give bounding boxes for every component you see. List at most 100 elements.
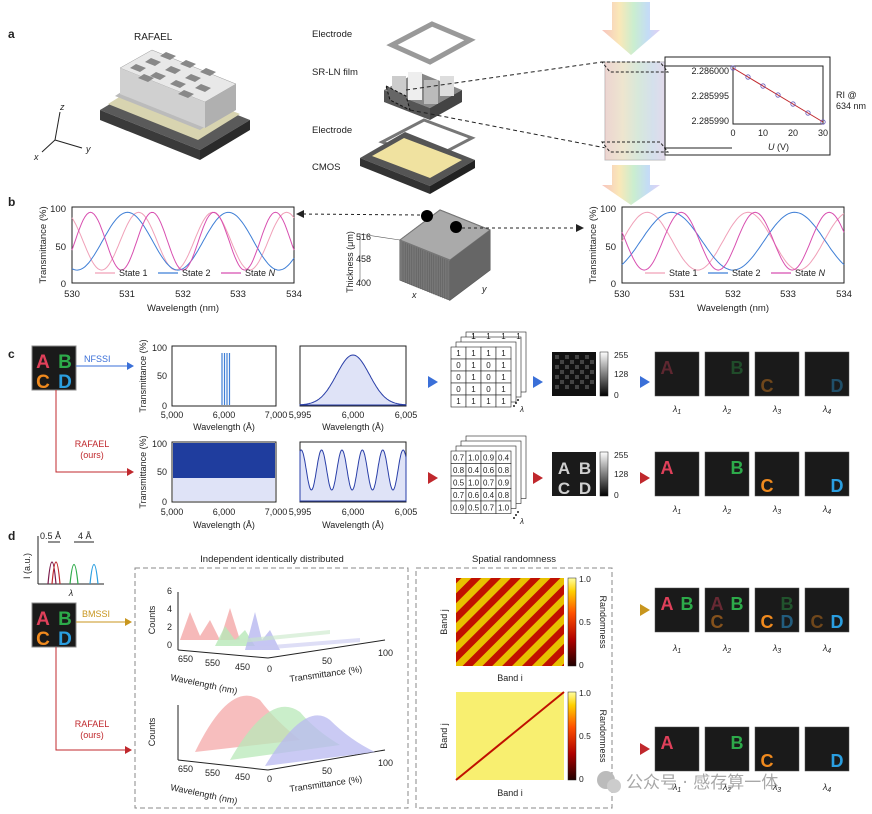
matrix-cell-value: 0.5 <box>453 479 465 488</box>
band-image-4 <box>804 587 850 633</box>
matrix-cell-value: 0.9 <box>453 504 465 513</box>
rafael-sub-d: (ours) <box>80 730 104 740</box>
hm1-band-i: Band i <box>497 673 523 683</box>
c-nfssi-xtick-1: 6,000 <box>213 410 236 420</box>
electrode-top-layer <box>386 21 476 65</box>
c-rafael-zoom-xtick-2: 6,005 <box>395 507 418 517</box>
checker-cell <box>565 375 569 379</box>
b-left-legend-n: State N <box>245 268 276 278</box>
matrix-cell-value: 1 <box>486 349 491 358</box>
hist2-tr-tick-1: 50 <box>322 766 332 776</box>
c-rafael-zoom-xtick-0: 5,995 <box>289 507 312 517</box>
b-left-legend-2: State 2 <box>182 268 211 278</box>
matrix-cell-value: 1 <box>501 397 506 406</box>
matrix-cell-value: 0.4 <box>468 466 480 475</box>
band-letter: B <box>731 594 744 614</box>
c-rafael-xtick-0: 5,000 <box>161 507 184 517</box>
matrix-cell-value: 0.7 <box>453 491 465 500</box>
matrix-cell-value: 1 <box>471 361 476 370</box>
matrix-back-cell: 1 <box>471 332 476 341</box>
band-letter: C <box>761 476 774 496</box>
ri-chart-frame <box>664 56 831 156</box>
coordinate-axes <box>41 111 83 153</box>
matrix-cell-value: 0 <box>456 385 461 394</box>
matrix-cell-value: 0 <box>456 373 461 382</box>
matrix-cell-value: 1 <box>456 397 461 406</box>
band-image-3 <box>754 451 800 497</box>
panel-label-d: d <box>8 529 15 543</box>
checker-cell <box>590 380 594 384</box>
b-left-ytick-0: 100 <box>50 204 66 215</box>
matrix-cell-value: 0 <box>486 373 491 382</box>
b-right-xlabel: Wavelength (nm) <box>697 303 769 314</box>
hist2-wl-tick-1: 550 <box>205 768 220 778</box>
band-letter: A <box>661 358 674 378</box>
light-beam <box>600 2 670 205</box>
nfssi-arrow <box>76 362 134 370</box>
b-right-ytick-1: 50 <box>605 242 616 253</box>
hist1-tr-tick-1: 50 <box>322 656 332 666</box>
layer-label-sr-ln-film: SR-LN film <box>312 67 358 78</box>
checker-cell <box>575 365 579 369</box>
hist2-wl-tick-2: 450 <box>235 772 250 782</box>
watermark-text: 公众号 · 感存算一体 <box>626 773 778 793</box>
hist2-tr-tick-2: 100 <box>378 758 393 768</box>
b-left-xtick-0: 530 <box>64 289 80 300</box>
histogram-bmssi <box>177 592 386 659</box>
b-right-xtick-2: 532 <box>725 289 741 300</box>
source-letter-d: D <box>58 372 72 393</box>
device-title: RAFAEL <box>134 32 173 43</box>
c-nfssi-xtick-2: 7,000 <box>265 410 288 420</box>
hist1-ytick-2: 2 <box>167 622 172 632</box>
rafael-label-c: RAFAEL <box>75 439 110 449</box>
spatial-box <box>415 567 613 809</box>
band-image-2 <box>704 351 750 397</box>
hm1-cb-tick-0: 1.0 <box>579 574 591 584</box>
spacing-label-2: 4 Å <box>78 531 92 541</box>
panel-label-b: b <box>8 195 15 209</box>
matrix-cell-value: 1 <box>471 349 476 358</box>
c-cbar-bot-128: 128 <box>614 469 628 479</box>
checker-cell <box>570 360 574 364</box>
surface-ztick-1: 458 <box>356 254 371 264</box>
band-letter: A <box>661 594 674 614</box>
matrix-cell-value: 0.4 <box>483 491 495 500</box>
random-lambda: λ <box>519 517 524 526</box>
matrix-cell-value: 0.7 <box>483 504 495 513</box>
zoom-lines <box>405 61 607 149</box>
surface-xlabel: x <box>411 290 417 300</box>
band-letter: D <box>831 476 844 496</box>
gray-letter-c: C <box>558 479 570 498</box>
checker-cell <box>580 360 584 364</box>
hist2-wl-tick-0: 650 <box>178 764 193 774</box>
c-nfssi-xtick-0: 5,000 <box>161 410 184 420</box>
curve-state-n <box>621 211 845 271</box>
checker-cell <box>585 375 589 379</box>
hm2-randomness-label: Randomness <box>598 709 608 763</box>
band-letter: C <box>761 612 774 632</box>
hist1-wl-tick-2: 450 <box>235 662 250 672</box>
gray-letter-d: D <box>579 479 591 498</box>
c-nfssi-ytick-2: 0 <box>162 401 167 411</box>
band-image-4 <box>804 451 850 497</box>
d-source-letter-c: C <box>36 629 50 650</box>
band-label-3: λ3 <box>772 643 781 655</box>
hist1-wl-label: Wavelength (nm) <box>170 672 239 696</box>
c-nfssi-zoom-xtick-2: 6,005 <box>395 410 418 420</box>
hist2-wl-label: Wavelength (nm) <box>170 782 239 806</box>
hist2-tr-label: Transmittance (%) <box>289 774 363 794</box>
thickness-surface-plot <box>359 209 492 301</box>
matrix-cell-value: 0 <box>486 385 491 394</box>
matrix-cell-value: 1 <box>471 385 476 394</box>
axis-z-label: z <box>59 102 65 112</box>
b-left-xtick-3: 533 <box>230 289 246 300</box>
binary-lambda: λ <box>519 405 524 414</box>
hist1-wl-tick-1: 550 <box>205 658 220 668</box>
hm2-cb-tick-1: 0.5 <box>579 731 591 741</box>
panel-label-a: a <box>8 27 15 41</box>
nfssi-grayscale-bar <box>599 351 609 397</box>
matrix-cell-value: 0.7 <box>453 454 465 463</box>
band-label-2: λ2 <box>722 504 731 516</box>
c-nfssi-ylabel: Transmittance (%) <box>138 339 148 412</box>
